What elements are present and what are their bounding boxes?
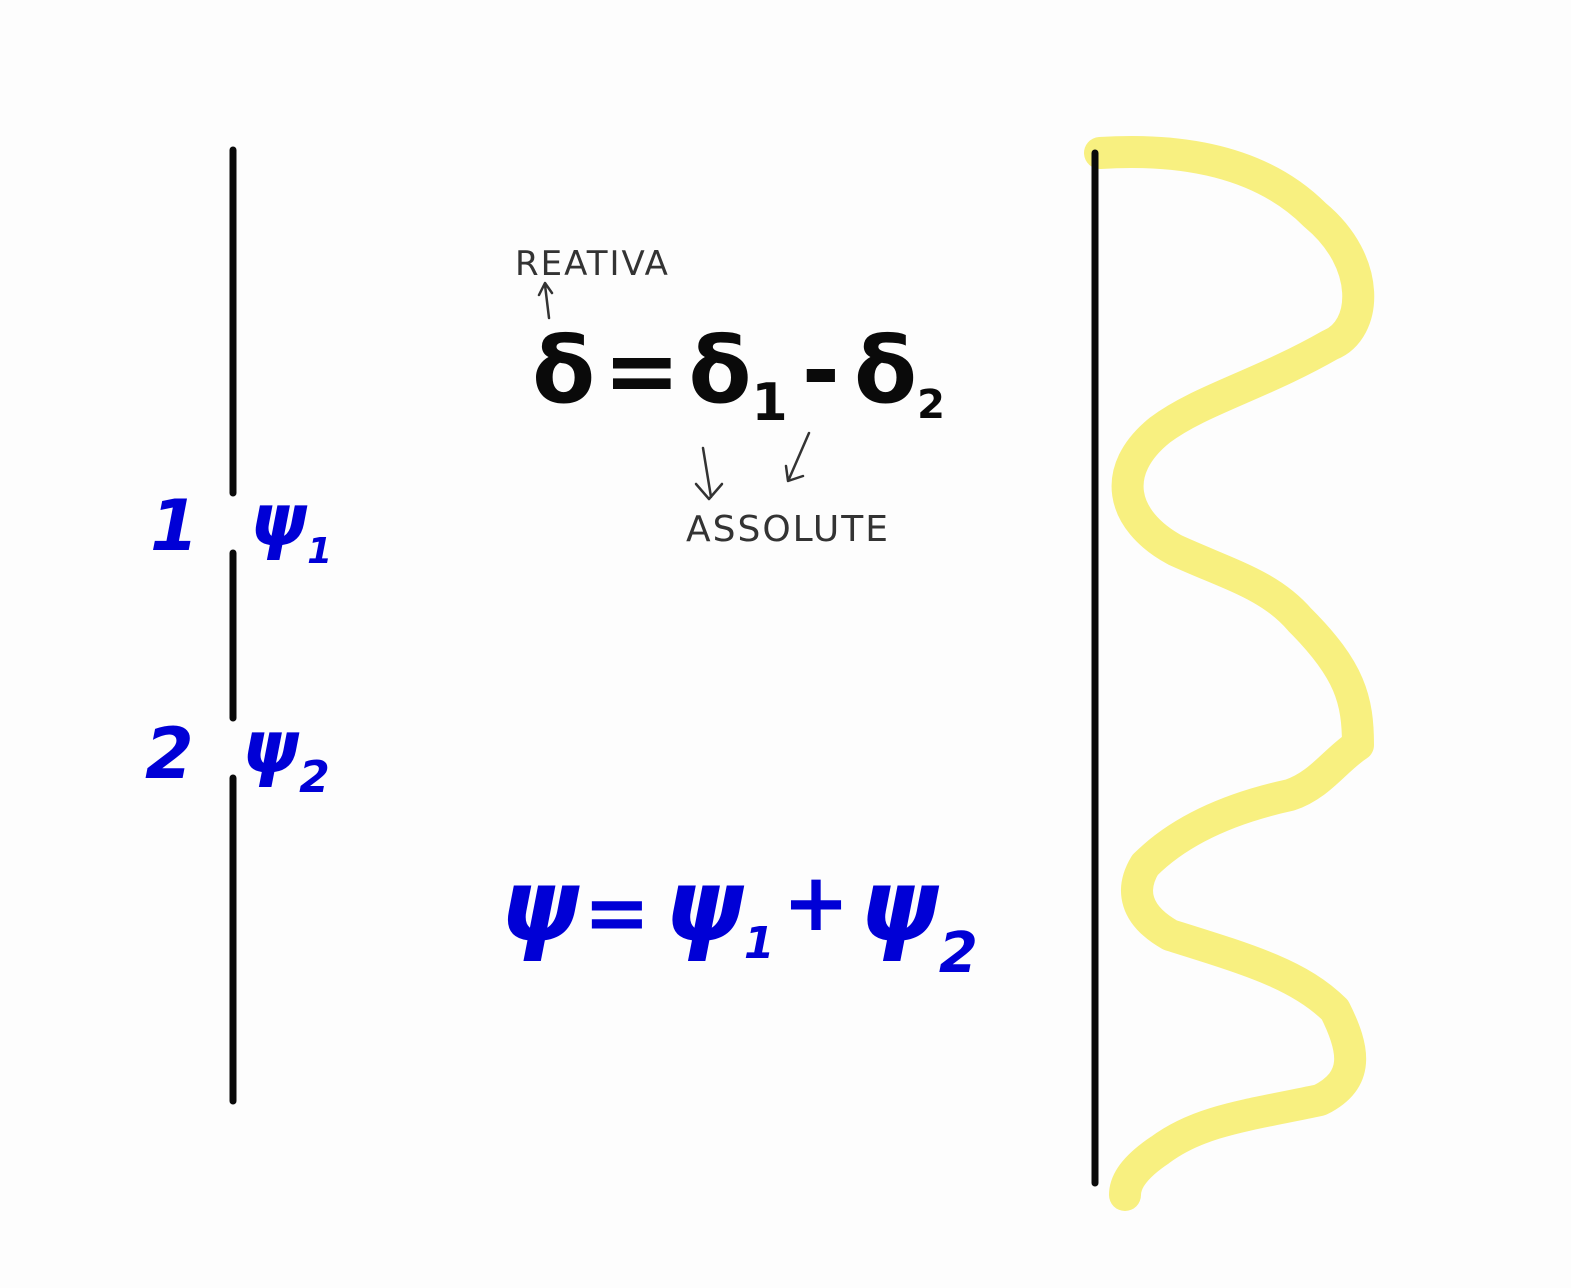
wave-equals: = bbox=[583, 866, 650, 959]
interference-pattern bbox=[1084, 135, 1375, 1211]
absolute-arrow-2-icon bbox=[784, 431, 811, 483]
wave-term2: ψ bbox=[860, 847, 940, 964]
relative-phase-label: REATIVA bbox=[515, 244, 670, 284]
wave-term1-subscript: 1 bbox=[744, 918, 775, 969]
wave-equation-text: ψ=ψ1+ψ2 bbox=[500, 847, 978, 986]
wave-equation: ψ=ψ1+ψ2 bbox=[500, 847, 978, 986]
slit-2-number: 2 bbox=[145, 713, 194, 795]
phase-minus: - bbox=[802, 317, 840, 424]
slit-1-psi-symbol: ψ bbox=[250, 478, 308, 562]
phase-term1: δ bbox=[688, 317, 751, 424]
slit-1-labels: 1 ψ1 bbox=[150, 478, 332, 572]
phase-term1-subscript: 1 bbox=[752, 373, 788, 433]
slit-2-psi-subscript: 2 bbox=[299, 752, 330, 803]
wave-plus: + bbox=[782, 856, 849, 949]
phase-equals: = bbox=[603, 317, 680, 424]
wave-term2-subscript: 2 bbox=[939, 921, 978, 986]
slit-1-number: 1 bbox=[150, 485, 199, 567]
phase-equation-text: δ=δ1-δ2 bbox=[532, 317, 945, 433]
phase-term2-subscript: 2 bbox=[917, 382, 945, 428]
absolute-arrow-1-icon bbox=[694, 446, 724, 501]
slit-1-psi-subscript: 1 bbox=[307, 531, 332, 572]
phase-lhs: δ bbox=[532, 317, 595, 424]
absolute-phase-label: ASSOLUTE bbox=[686, 509, 890, 550]
slit-2-labels: 2 ψ2 bbox=[145, 705, 330, 803]
slit-1-psi: ψ1 bbox=[250, 478, 332, 572]
phase-term2: δ bbox=[854, 317, 917, 424]
wave-term1: ψ bbox=[664, 847, 744, 964]
wave-lhs: ψ bbox=[500, 847, 580, 964]
relative-arrow-icon bbox=[537, 281, 554, 320]
phase-equation: REATIVA δ=δ1-δ2 ASSOLUTE bbox=[515, 244, 945, 550]
slit-2-psi-symbol: ψ bbox=[242, 705, 300, 789]
slit-2-psi: ψ2 bbox=[242, 705, 330, 803]
